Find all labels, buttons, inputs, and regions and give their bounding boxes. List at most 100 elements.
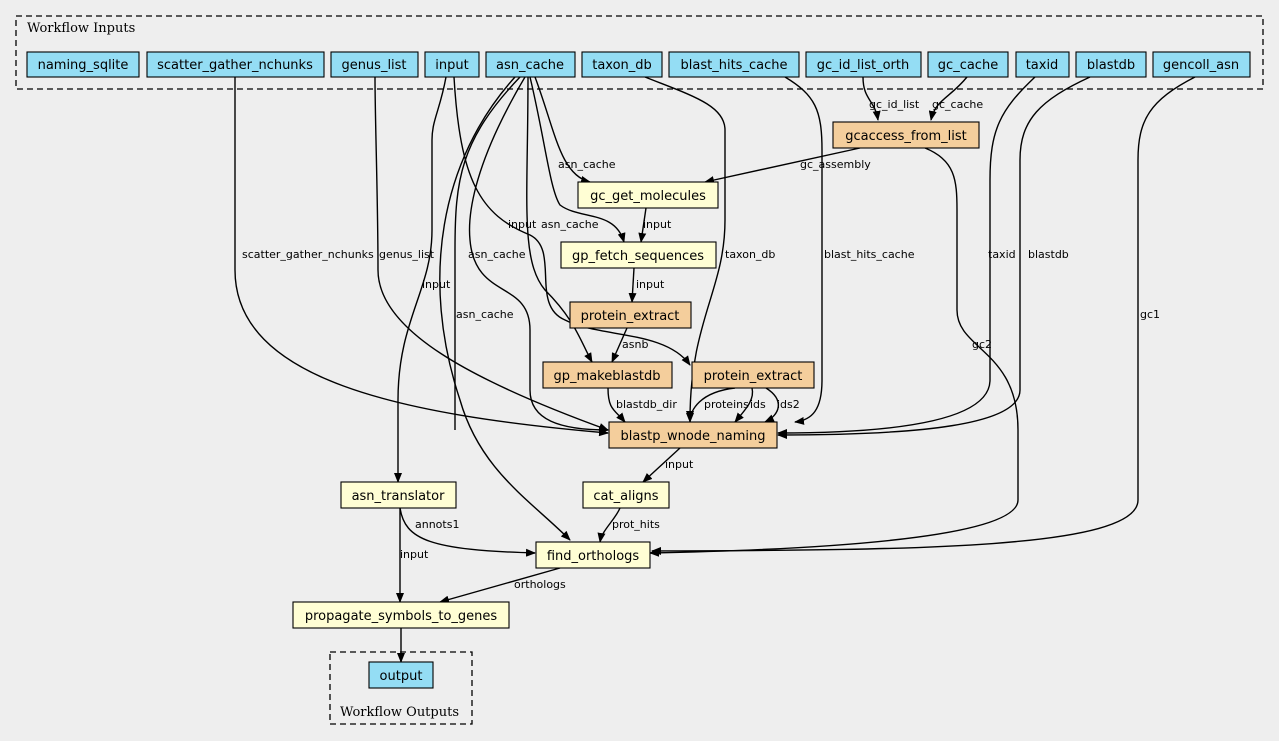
node-gp-fetch-sequences[interactable]: gp_fetch_sequences (560, 241, 717, 269)
edge-proteins (686, 387, 736, 423)
node-label-propagate-symbols-to-genes: propagate_symbols_to_genes (305, 609, 498, 624)
node-gc-id-list-orth[interactable]: gc_id_list_orth (805, 51, 922, 78)
edge-label-ids2: ids2 (777, 398, 800, 411)
edge-label-input-1: input (643, 218, 672, 231)
node-cat-aligns[interactable]: cat_aligns (582, 481, 670, 509)
node-gc-cache[interactable]: gc_cache (927, 51, 1009, 78)
edge-label-gc1: gc1 (1140, 308, 1160, 321)
edge-blast-hits-cache (784, 76, 823, 425)
edge-asn-cache-blastp (468, 76, 609, 434)
node-propagate-symbols-to-genes[interactable]: propagate_symbols_to_genes (292, 601, 510, 629)
edge-gc2 (649, 147, 1019, 557)
node-asn-cache[interactable]: asn_cache (485, 51, 576, 78)
node-output[interactable]: output (368, 661, 434, 689)
node-label-gp-makeblastdb: gp_makeblastdb (554, 369, 661, 384)
node-label-taxon-db: taxon_db (592, 58, 652, 73)
edge-label-input-6: input (400, 548, 429, 561)
edge-label-blastdb-dir: blastdb_dir (616, 398, 677, 411)
edge-prot-hits (597, 507, 621, 543)
node-gencoll-asn[interactable]: gencoll_asn (1152, 51, 1251, 78)
node-protein-extract-2[interactable]: protein_extract (691, 361, 815, 389)
edge-input-protein-extract (628, 267, 637, 303)
node-label-protein-extract-1: protein_extract (581, 309, 680, 324)
edge-taxid (777, 76, 1036, 437)
node-taxon-db[interactable]: taxon_db (581, 51, 663, 78)
edge-scatter-gather (234, 77, 609, 437)
node-label-gcaccess-from-list: gcaccess_from_list (845, 129, 967, 144)
node-blastp-wnode-naming[interactable]: blastp_wnode_naming (608, 421, 778, 449)
node-blast-hits-cache[interactable]: blast_hits_cache (668, 51, 800, 78)
edge-label-input-4: input (422, 278, 451, 291)
node-label-find-orthologs: find_orthologs (547, 549, 640, 564)
workflow-inputs-label: Workflow Inputs (27, 21, 135, 36)
node-label-gp-fetch-sequences: gp_fetch_sequences (572, 249, 704, 264)
node-protein-extract-1[interactable]: protein_extract (569, 301, 692, 329)
node-label-output: output (380, 669, 423, 684)
node-gc-get-molecules[interactable]: gc_get_molecules (577, 181, 719, 209)
edge-asn-cache-fetch (529, 76, 626, 243)
edge-label-prot-hits: prot_hits (612, 518, 660, 531)
node-input[interactable]: input (424, 51, 480, 78)
node-label-blastp-wnode-naming: blastp_wnode_naming (621, 429, 766, 444)
process-nodes: gcaccess_from_list gc_get_molecules gp_f… (292, 121, 980, 629)
edge-taxon-db (644, 76, 726, 421)
node-genus-list[interactable]: genus_list (330, 51, 419, 78)
edge-label-input-3: input (636, 278, 665, 291)
node-label-gc-cache: gc_cache (938, 58, 998, 73)
node-label-gc-id-list-orth: gc_id_list_orth (817, 58, 910, 73)
edge-label-gc2: gc2 (972, 338, 992, 351)
node-scatter-gather-nchunks[interactable]: scatter_gather_nchunks (146, 51, 325, 78)
edge-asnb (611, 327, 628, 363)
edge-label-asnb: asnb (622, 338, 648, 351)
edge-label-asn-cache-4: asn_cache (456, 308, 514, 321)
input-nodes: naming_sqlite scatter_gather_nchunks gen… (26, 51, 1251, 78)
edge-label-orthologs: orthologs (514, 578, 566, 591)
node-label-genus-list: genus_list (341, 58, 406, 73)
edge-labels: gc_id_list gc_cache gc_assembly asn_cach… (242, 98, 1160, 591)
node-blastdb[interactable]: blastdb (1075, 51, 1147, 78)
edge-asn-cache-molecules (534, 76, 591, 184)
edge-label-blast-hits-cache: blast_hits_cache (824, 248, 915, 261)
edge-gc-id-list (862, 76, 881, 121)
node-gcaccess-from-list[interactable]: gcaccess_from_list (832, 121, 980, 149)
edge-label-proteins: proteins (704, 398, 749, 411)
node-find-orthologs[interactable]: find_orthologs (535, 541, 651, 569)
edge-asn-cache-orthologs-2 (454, 76, 521, 430)
edge-orthologs (439, 567, 561, 604)
node-label-input: input (435, 58, 468, 73)
node-gp-makeblastdb[interactable]: gp_makeblastdb (542, 361, 673, 389)
edge-blastdb-dir (607, 387, 626, 423)
edge-input-fetch (638, 207, 647, 243)
edge-asn-cache-orthologs (439, 76, 571, 541)
edge-input-translator (394, 76, 447, 483)
edge-ids (734, 387, 754, 423)
edge-gc-assembly (704, 147, 861, 184)
edge-label-taxid: taxid (988, 248, 1016, 261)
edge-label-scatter-gather: scatter_gather_nchunks (242, 248, 374, 261)
workflow-outputs-label: Workflow Outputs (340, 705, 459, 720)
edge-gc-cache (928, 76, 968, 121)
edge-label-asn-cache-2: asn_cache (541, 218, 599, 231)
edge-label-annots1: annots1 (415, 518, 459, 531)
edge-label-gc-id-list: gc_id_list (869, 98, 920, 111)
edge-blastdb (777, 76, 1091, 439)
edge-genus-list (374, 76, 609, 431)
node-label-scatter-gather-nchunks: scatter_gather_nchunks (157, 58, 313, 73)
node-label-blastdb: blastdb (1087, 58, 1135, 73)
edge-label-gc-assembly: gc_assembly (800, 158, 871, 171)
node-label-cat-aligns: cat_aligns (593, 489, 658, 504)
edge-label-genus-list: genus_list (379, 248, 435, 261)
edge-input-cat-aligns (642, 447, 681, 483)
workflow-inputs-cluster (15, 15, 1264, 90)
node-asn-translator[interactable]: asn_translator (340, 481, 457, 509)
edge-label-gc-cache: gc_cache (932, 98, 983, 111)
edges (234, 76, 1196, 663)
node-taxid[interactable]: taxid (1015, 51, 1070, 78)
edge-asn-cache-makeblastdb (526, 76, 593, 363)
edge-gc1 (651, 76, 1196, 555)
node-naming-sqlite[interactable]: naming_sqlite (26, 51, 140, 78)
edge-label-blastdb: blastdb (1028, 248, 1069, 261)
node-label-protein-extract-2: protein_extract (704, 369, 803, 384)
